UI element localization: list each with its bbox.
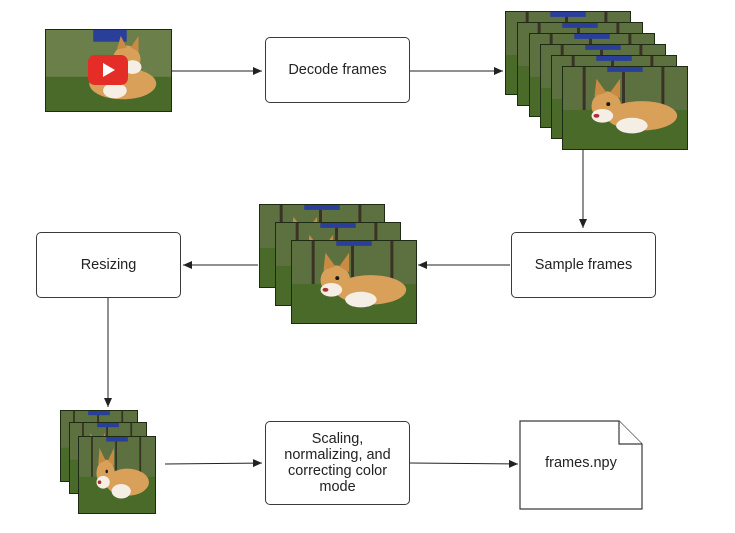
resizing-label: Resizing [80,256,137,273]
output-file-label: frames.npy [545,455,617,471]
scaling-normalizing-label: Scaling, normalizing, and correcting col… [284,430,391,496]
document-icon [519,420,643,510]
scaling-normalizing-box: Scaling, normalizing, and correcting col… [265,421,410,505]
arrow-scale-to-file [409,459,519,468]
resizing-box: Resizing [36,232,181,298]
sample-frames-box: Sample frames [511,232,656,298]
sampled-frame [291,240,417,324]
decode-frames-label: Decode frames [288,61,387,78]
youtube-play-icon[interactable] [88,55,128,85]
decoded-frame [562,66,688,150]
sample-frames-label: Sample frames [534,256,633,273]
arrow-resized-to-scale [164,459,263,468]
decode-frames-box: Decode frames [265,37,410,103]
resized-frame [78,436,156,514]
